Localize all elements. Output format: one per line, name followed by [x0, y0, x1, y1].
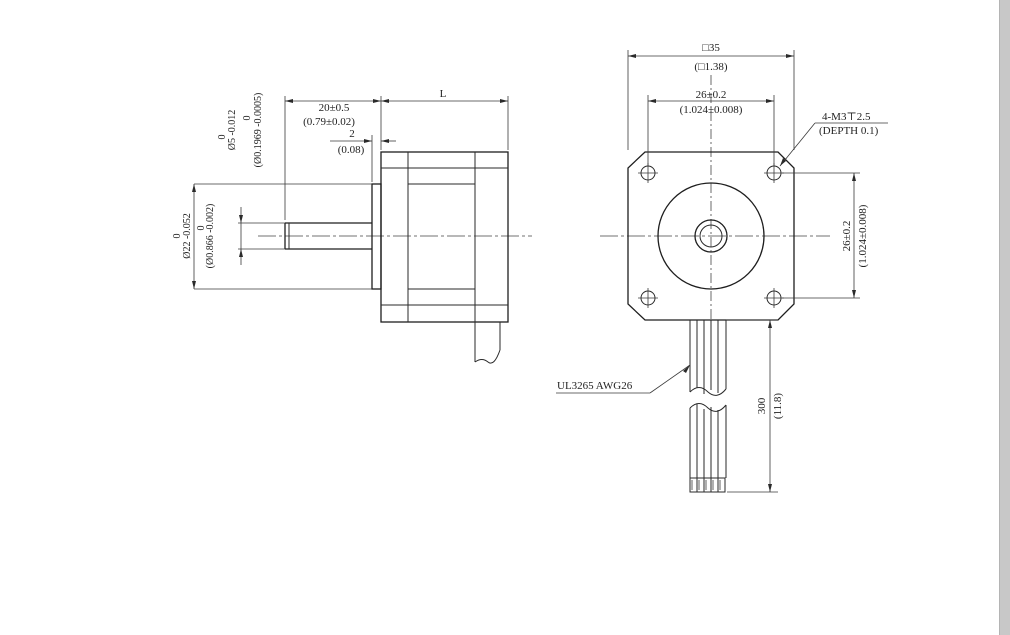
dim-shaft-length: 20±0.5	[319, 102, 350, 114]
dim-cable-length-in: (11.8)	[772, 393, 784, 420]
arrow	[766, 99, 774, 103]
pilot-boss-circle	[657, 182, 765, 290]
arrow	[768, 484, 772, 492]
note-holes-depth: (DEPTH 0.1)	[819, 125, 879, 137]
shaft-outer	[694, 219, 728, 253]
scrollbar-thumb[interactable]	[1001, 0, 1009, 635]
cable-bundle	[689, 320, 727, 478]
note-holes: 4-M3⊤2.5	[822, 111, 871, 123]
front-view: □35 (□1.38) 26±0.2 (1.024±0.008) 4-M3⊤2.…	[556, 42, 888, 493]
mounting-boss	[371, 183, 382, 290]
dim-shaft-dia-in: (Ø0.1969 -0.0005)	[253, 93, 264, 168]
dim-square-size-in: (□1.38)	[694, 61, 728, 73]
leader-holes	[779, 122, 816, 167]
arrow	[683, 365, 690, 373]
arrow	[192, 281, 196, 289]
arrow	[768, 320, 772, 328]
mounting-hole-bl	[638, 288, 658, 308]
vertical-scrollbar[interactable]	[999, 0, 1010, 635]
arrow	[381, 139, 389, 143]
dim-boss-height: 2	[349, 128, 355, 140]
arrow	[852, 173, 856, 181]
dim-boss-height-in: (0.08)	[338, 144, 365, 156]
arrow	[628, 54, 636, 58]
dim-boss-dia-zero: 0	[172, 234, 183, 239]
side-view: L 20±0.5 (0.79±0.02) 2 (0.08) 0 Ø5 -0.01…	[172, 88, 532, 364]
dim-shaft-dia: Ø5 -0.012	[227, 110, 238, 151]
dim-boss-dia: Ø22 -0.052	[182, 213, 193, 259]
dim-shaft-dia-zero: 0	[217, 135, 228, 140]
cable-break	[474, 349, 501, 364]
arrow	[373, 99, 381, 103]
shaft-inner	[699, 224, 723, 248]
arrow	[381, 99, 389, 103]
motor-body	[380, 151, 509, 323]
arrow	[239, 249, 243, 257]
dim-hole-spacing-v-in: (1.024±0.008)	[857, 204, 869, 267]
dim-hole-spacing-h-in: (1.024±0.008)	[680, 104, 743, 116]
wire-terminals	[689, 477, 726, 493]
arrow	[500, 99, 508, 103]
mounting-hole-br	[764, 288, 784, 308]
arrow	[648, 99, 656, 103]
arrow	[239, 215, 243, 223]
dim-hole-spacing-h: 26±0.2	[696, 89, 727, 101]
arrow	[364, 139, 372, 143]
dim-square-size: □35	[702, 42, 720, 54]
dim-shaft-length-in: (0.79±0.02)	[303, 116, 355, 128]
arrow	[192, 184, 196, 192]
arrow	[285, 99, 293, 103]
note-cable-spec: UL3265 AWG26	[557, 380, 633, 392]
dim-shaft-dia-in-zero: 0	[242, 116, 253, 121]
arrow	[780, 158, 786, 166]
dim-length-label: L	[440, 88, 447, 100]
dim-cable-length: 300	[756, 397, 768, 414]
arrow	[786, 54, 794, 58]
leader-cable	[649, 364, 691, 394]
dim-boss-dia-in: (Ø0.866 -0.002)	[205, 204, 216, 269]
arrow	[852, 290, 856, 298]
dim-hole-spacing-v: 26±0.2	[841, 221, 853, 252]
dim-boss-dia-in-zero: 0	[196, 226, 207, 231]
